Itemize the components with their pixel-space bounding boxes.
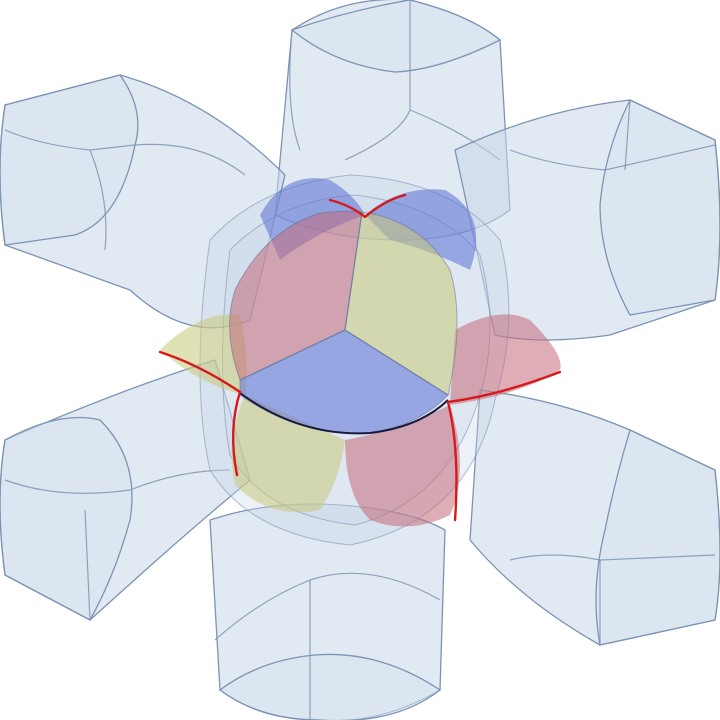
ball-region-yellow bbox=[344, 211, 458, 396]
lobe-top-right bbox=[365, 189, 477, 270]
tube-upper-right bbox=[454, 99, 720, 341]
central-ball bbox=[229, 210, 458, 435]
lobes bbox=[160, 178, 561, 527]
tube-lower-right bbox=[469, 389, 720, 646]
tube-upper-left bbox=[0, 74, 286, 329]
tube-top bbox=[274, 0, 511, 241]
tube-bottom bbox=[209, 503, 446, 720]
lobe-bottom-left bbox=[231, 395, 345, 513]
lobe-left bbox=[160, 314, 247, 395]
ball-region-red bbox=[229, 210, 363, 381]
tube-lower-left bbox=[0, 359, 251, 621]
lobe-bottom-right bbox=[345, 405, 460, 527]
red-seams bbox=[158, 193, 562, 522]
